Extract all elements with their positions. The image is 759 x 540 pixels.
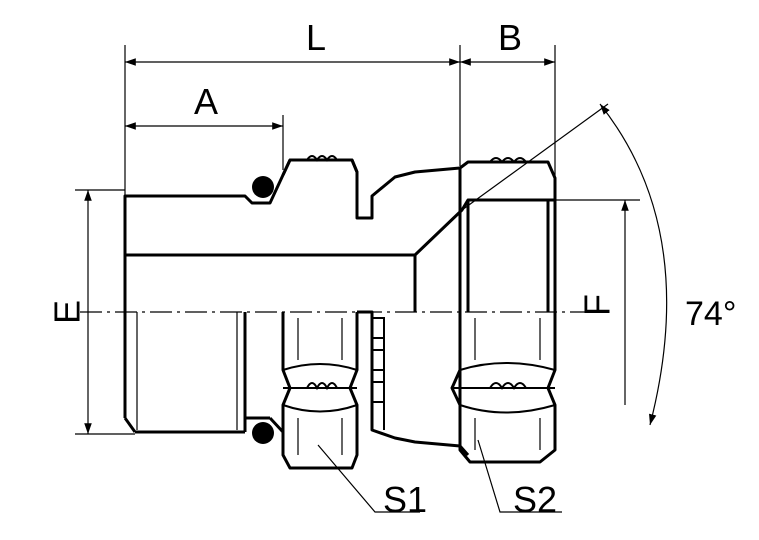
label-A: A bbox=[194, 81, 218, 122]
o-ring-top bbox=[252, 176, 274, 198]
label-E: E bbox=[47, 300, 88, 324]
label-S2: S2 bbox=[513, 479, 557, 520]
label-angle: 74° bbox=[685, 295, 736, 333]
label-S1: S1 bbox=[383, 479, 427, 520]
o-ring-bottom bbox=[252, 422, 274, 444]
label-B: B bbox=[498, 17, 522, 58]
section-hatching bbox=[123, 158, 557, 257]
label-L: L bbox=[306, 17, 326, 58]
fitting-body bbox=[123, 155, 557, 470]
o-ring-seals bbox=[252, 176, 274, 444]
dimensions bbox=[75, 45, 668, 513]
label-F: F bbox=[577, 294, 618, 316]
